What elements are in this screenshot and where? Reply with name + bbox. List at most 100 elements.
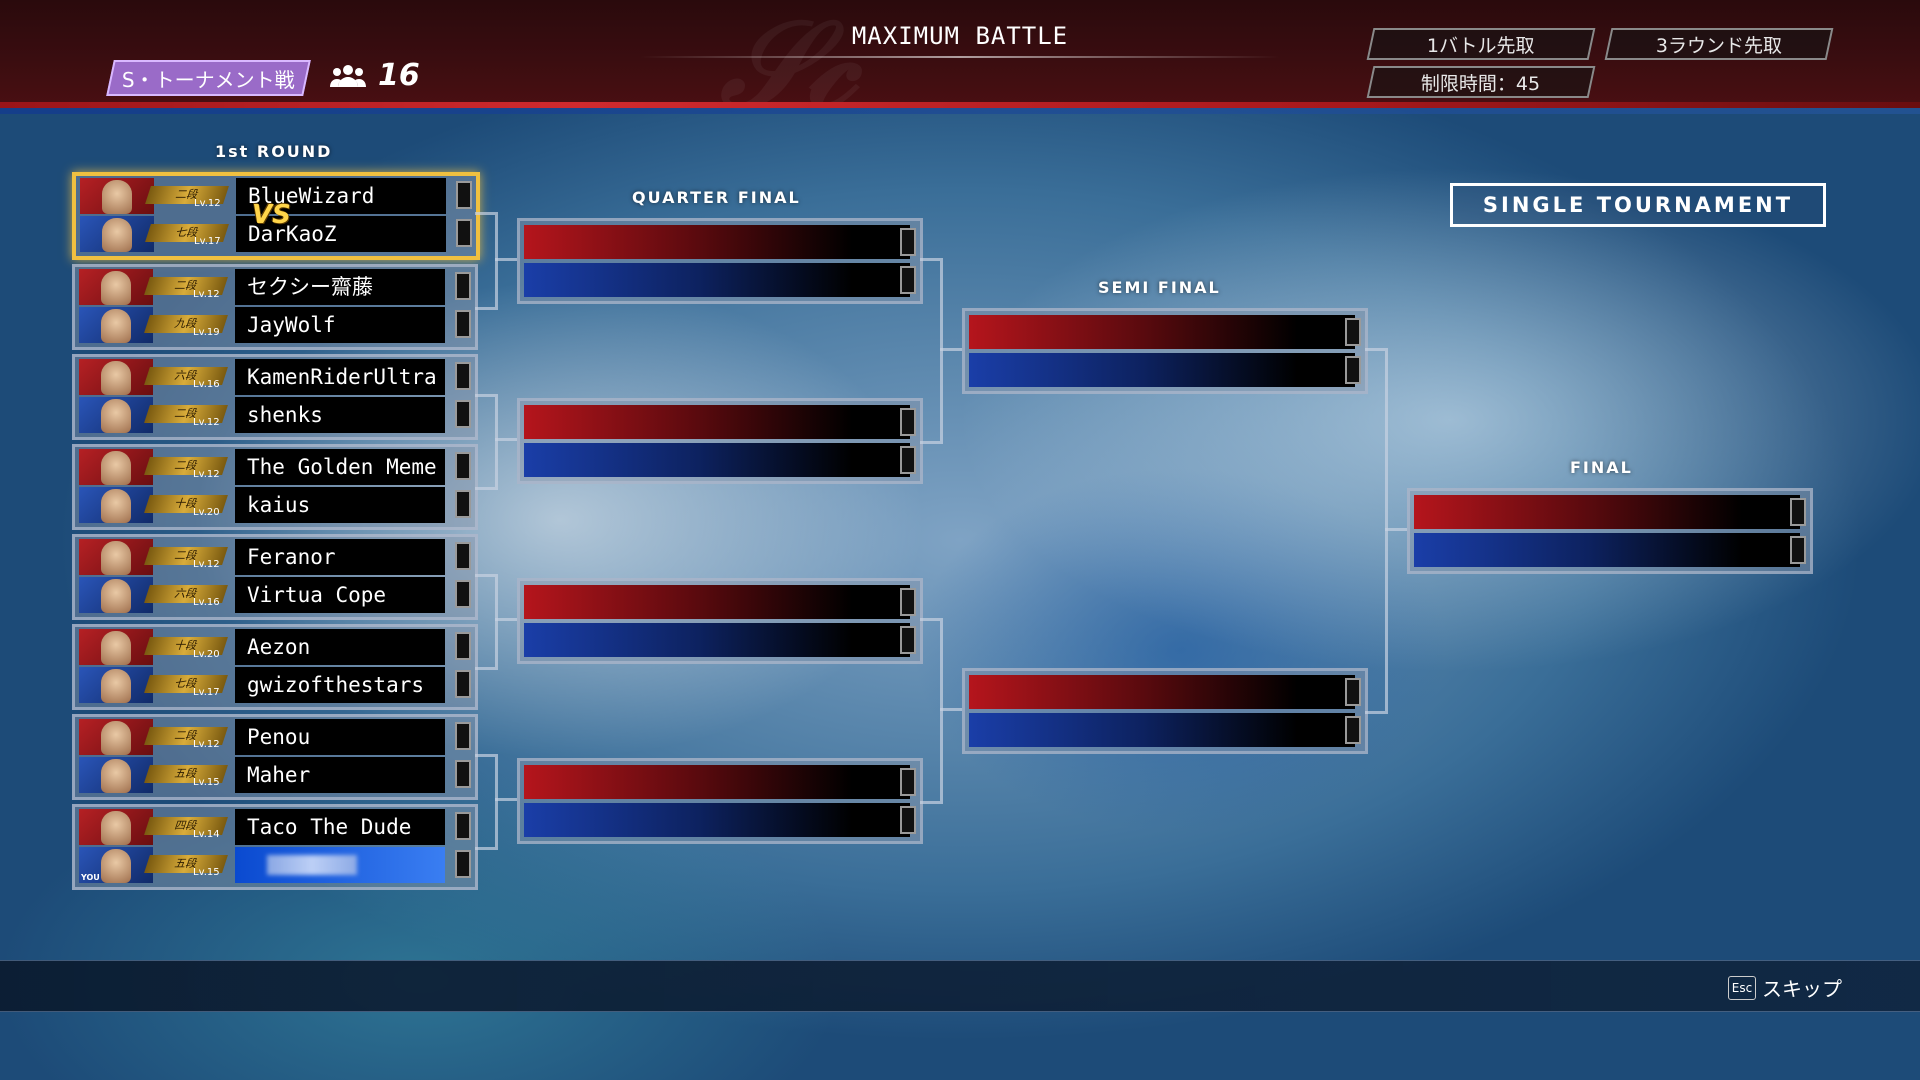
win-indicator [455,760,471,788]
bracket-connector [495,798,517,801]
character-portrait [80,216,154,252]
header-red-stripe [0,102,1920,108]
character-portrait [79,847,153,883]
level-label: Lv.12 [193,559,220,570]
you-tag: YOU [81,873,100,882]
player-row: 二段 Lv.12 Feranor [75,539,475,575]
final-slot [1407,488,1813,574]
player-name: JayWolf [235,307,445,343]
level-label: Lv.12 [193,469,220,480]
win-indicator [455,850,471,878]
tournament-type-label: SINGLE TOURNAMENT [1450,183,1826,227]
bracket-connector [495,438,517,441]
player-row: 二段 Lv.12 shenks [75,397,475,433]
header-bar: 𝒮𝒸 S・トーナメント戦 16 MAXIMUM BATTLE 1バトル先取 3ラ… [0,0,1920,135]
player-name: gwizofthestars [235,667,445,703]
semi-final-slot-2 [962,668,1368,754]
match-card-6: 十段 Lv.20 Aezon 七段 Lv.17 gwizofthestars [72,624,478,710]
player-name: Aezon [235,629,445,665]
player-row: 二段 Lv.12 BlueWizard [76,178,476,214]
character-portrait [79,269,153,305]
bracket-connector [940,348,962,351]
level-label: Lv.19 [193,327,220,338]
bracket-connector [1385,528,1407,531]
level-label: Lv.16 [193,379,220,390]
level-label: Lv.20 [193,507,220,518]
esc-key-icon: Esc [1728,975,1756,1000]
background-watermark: 𝒮𝒸 [720,0,855,135]
player-row: 十段 Lv.20 kaius [75,487,475,523]
player-name: Penou [235,719,445,755]
final-label: FINAL [1570,458,1633,477]
player-row: 六段 Lv.16 Virtua Cope [75,577,475,613]
match-card-3: 六段 Lv.16 KamenRiderUltra 二段 Lv.12 shenks [72,354,478,440]
match-card-7: 二段 Lv.12 Penou 五段 Lv.15 Maher [72,714,478,800]
character-portrait [79,307,153,343]
match-card-1: 二段 Lv.12 BlueWizard 七段 Lv.17 DarKaoZ VS [72,172,480,260]
header-blue-stripe [0,108,1920,114]
level-label: Lv.12 [193,289,220,300]
rule-badge-time-limit: 制限時間：45 [1366,66,1596,98]
character-portrait [79,487,153,523]
win-indicator [455,580,471,608]
win-indicator [455,400,471,428]
level-label: Lv.15 [193,777,220,788]
level-label: Lv.12 [194,198,221,209]
quarter-final-slot-2 [517,398,923,484]
win-indicator [455,722,471,750]
title-underline [640,56,1280,58]
bracket-connector [940,708,962,711]
win-indicator [455,670,471,698]
player-name: Taco The Dude [235,809,445,845]
character-portrait [79,539,153,575]
player-name: shenks [235,397,445,433]
player-row: 十段 Lv.20 Aezon [75,629,475,665]
quarter-final-slot-4 [517,758,923,844]
win-indicator [455,272,471,300]
player-row: 九段 Lv.19 JayWolf [75,307,475,343]
level-label: Lv.15 [193,867,220,878]
player-row: 四段 Lv.14 Taco The Dude [75,809,475,845]
quarter-final-slot-1 [517,218,923,304]
player-row: 七段 Lv.17 DarKaoZ [76,216,476,252]
player-name: Virtua Cope [235,577,445,613]
match-card-5: 二段 Lv.12 Feranor 六段 Lv.16 Virtua Cope [72,534,478,620]
player-count: 16 [330,58,420,93]
player-row: 五段 Lv.15 Maher [75,757,475,793]
footer-bar: Esc スキップ [0,960,1920,1012]
bracket-connector [475,212,498,310]
mode-badge: S・トーナメント戦 [106,60,311,96]
character-portrait [80,178,154,214]
player-name: DarKaoZ [236,216,446,252]
rule-badge-battles: 1バトル先取 [1366,28,1596,60]
group-icon [330,64,366,87]
round1-label: 1st ROUND [215,142,333,161]
quarter-final-label: QUARTER FINAL [632,188,801,207]
level-label: Lv.20 [193,649,220,660]
match-card-2: 二段 Lv.12 セクシー齋藤 九段 Lv.19 JayWolf [72,264,478,350]
character-portrait [79,667,153,703]
bracket-connector [495,258,517,261]
level-label: Lv.17 [194,236,221,247]
player-row: 二段 Lv.12 セクシー齋藤 [75,269,475,305]
semi-final-slot-1 [962,308,1368,394]
bracket-connector [495,618,517,621]
win-indicator [456,219,472,247]
win-indicator [456,181,472,209]
player-name: BlueWizard [236,178,446,214]
win-indicator [455,490,471,518]
player-name: セクシー齋藤 [235,269,445,305]
win-indicator [455,362,471,390]
bracket-connector [920,258,943,444]
rule-badge-rounds: 3ラウンド先取 [1604,28,1834,60]
character-portrait [79,449,153,485]
player-name-hidden [235,847,445,883]
bracket-connector [475,574,498,670]
player-row: 二段 Lv.12 The Golden Meme [75,449,475,485]
level-label: Lv.14 [193,829,220,840]
level-label: Lv.12 [193,739,220,750]
player-row-you: YOU 五段 Lv.15 [75,847,475,883]
skip-button[interactable]: Esc スキップ [1728,973,1842,1002]
bracket-connector [475,394,498,490]
match-card-4: 二段 Lv.12 The Golden Meme 十段 Lv.20 kaius [72,444,478,530]
